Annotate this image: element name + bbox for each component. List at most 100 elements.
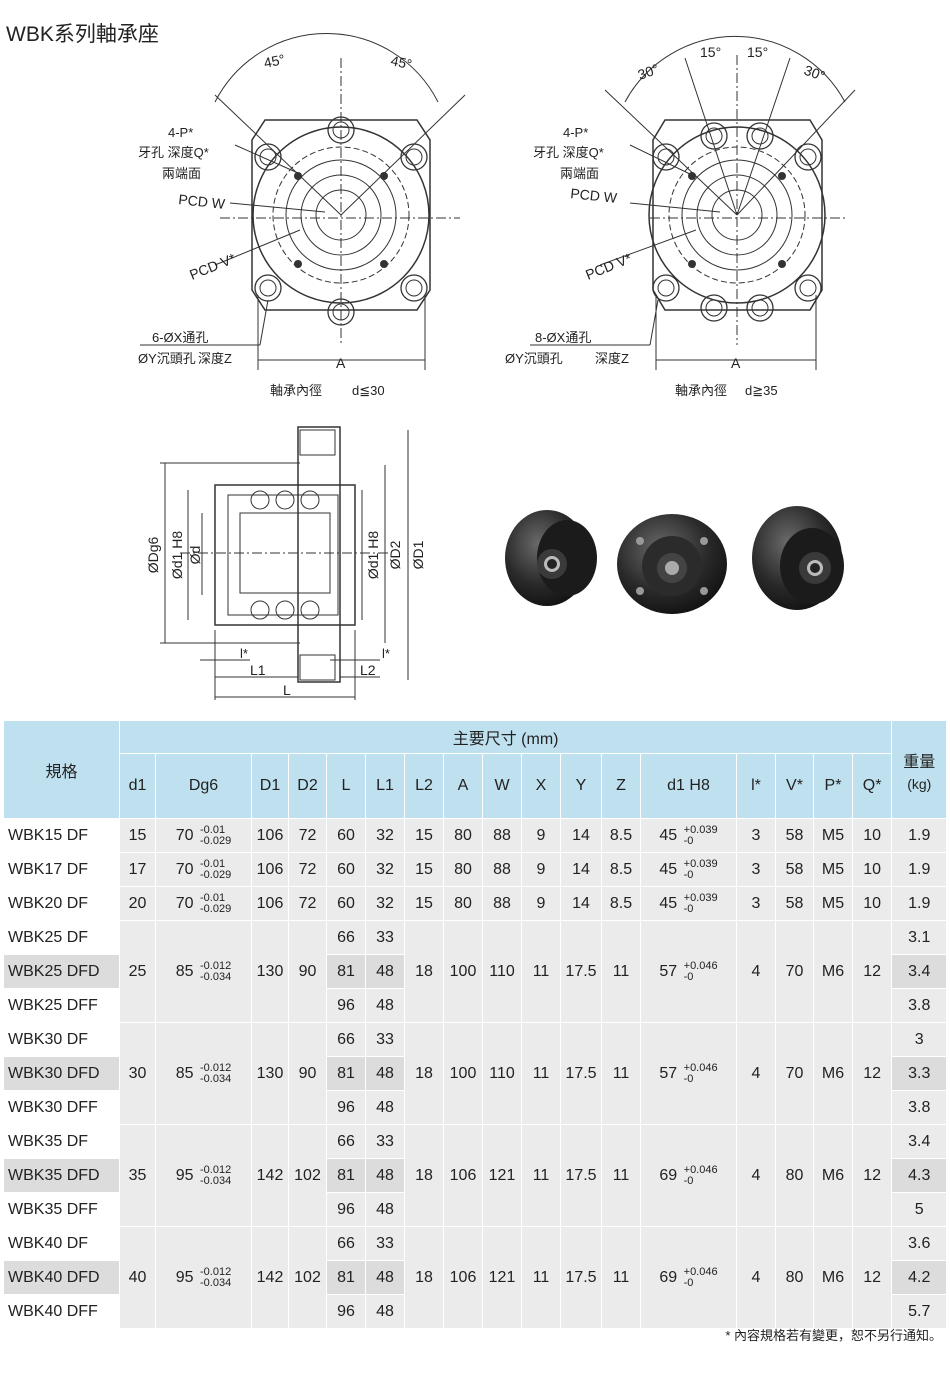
tolerance-value: +0.046 [683, 1163, 718, 1176]
tolerance-value: +0.039 [683, 891, 718, 904]
through-hole-label: 6-ØX通孔 [152, 330, 208, 345]
table-cell: 17 [119, 852, 156, 887]
table-cell: 66 [326, 920, 366, 955]
table-cell: 106 [443, 1226, 483, 1329]
tolerance: +0.039-0 [683, 857, 718, 881]
table-cell: 66 [326, 1226, 366, 1261]
tolerance: -0.012-0.034 [200, 959, 232, 983]
tolerance: +0.046-0 [683, 959, 718, 983]
table-cell: 3.8 [891, 1090, 948, 1125]
table-cell: 72 [288, 886, 327, 921]
table-cell: 4 [736, 1226, 776, 1329]
pcd-w-label: PCD W [178, 191, 227, 212]
column-header: V* [775, 753, 814, 819]
table-cell: 85 -0.012-0.034 [155, 920, 252, 1023]
tolerance-value: -0 [683, 1072, 694, 1085]
table-cell: 9 [521, 852, 561, 887]
table-cell: 66 [326, 1124, 366, 1159]
tolerance: -0.01-0.029 [200, 824, 231, 847]
table-cell: 48 [365, 1090, 405, 1125]
table-cell: WBK35 DFF [3, 1192, 120, 1227]
table-cell: 11 [601, 1226, 641, 1329]
table-cell: 18 [404, 1226, 444, 1329]
tap-depth-label: 牙孔 深度Q* [138, 145, 209, 160]
table-cell: M6 [813, 1226, 853, 1329]
nominal-value: 95 [175, 1268, 194, 1286]
table-cell: 81 [326, 1056, 366, 1091]
weight-header-unit: (kg) [907, 775, 932, 792]
column-header: Q* [851, 753, 893, 819]
table-cell: WBK30 DFF [3, 1090, 120, 1125]
tolerance-value: +0.039 [683, 857, 718, 870]
table-cell: 18 [404, 920, 444, 1023]
tolerance-value: -0.012 [200, 959, 232, 972]
table-cell: 57 +0.046-0 [640, 1022, 737, 1125]
table-cell: 12 [851, 1226, 893, 1329]
table-cell: 48 [365, 988, 405, 1023]
both-ends-label: 兩端面 [162, 166, 201, 181]
table-cell: 45 +0.039-0 [640, 886, 737, 921]
table-cell: M6 [813, 1124, 853, 1227]
dim-label: L1 [250, 662, 266, 678]
table-cell: 14 [560, 886, 602, 921]
tolerance-value: -0.012 [200, 1061, 232, 1074]
table-cell: 5 [891, 1192, 948, 1227]
table-cell: 32 [365, 818, 405, 853]
table-cell: 4 [736, 1022, 776, 1125]
table-cell: 142 [251, 1226, 289, 1329]
table-cell: 33 [365, 1022, 405, 1057]
depth-z-label: 深度Z [198, 351, 232, 366]
table-cell: 11 [601, 1124, 641, 1227]
table-cell: 69 +0.046-0 [640, 1124, 737, 1227]
page-title: WBK系列軸承座 [6, 23, 159, 46]
table-cell: 70 [775, 920, 814, 1023]
column-header: Z [601, 753, 641, 819]
table-cell: 3 [891, 1022, 948, 1057]
column-header: A [443, 753, 483, 819]
column-header: L2 [404, 753, 444, 819]
nominal-value: 45 [659, 860, 678, 878]
table-cell: WBK25 DF [3, 920, 120, 955]
table-cell: WBK40 DF [3, 1226, 120, 1261]
table-cell: 106 [251, 852, 289, 887]
pcd-v-label: PCD V* [187, 250, 238, 283]
tolerance-value: -0.01 [200, 857, 226, 870]
group-header: 主要尺寸 (mm) [118, 720, 893, 754]
table-cell: 70 -0.01-0.029 [155, 852, 252, 887]
table-cell: 81 [326, 1260, 366, 1295]
table-cell: WBK30 DF [3, 1022, 120, 1057]
section-drawing: ØDg6 Ød1 H8 Ød Ød1 H8 ØD2 ØD1 l* L1 l* L… [145, 426, 426, 700]
table-cell: 32 [365, 852, 405, 887]
tolerance-value: +0.046 [683, 959, 718, 972]
table-cell: WBK15 DF [3, 818, 120, 853]
nominal-value: 70 [175, 826, 194, 844]
product-photo [505, 506, 844, 614]
table-cell: 3.1 [891, 920, 948, 955]
table-cell: 72 [288, 852, 327, 887]
table-cell: 130 [251, 920, 289, 1023]
table-cell: 3.8 [891, 988, 948, 1023]
table-cell: 11 [521, 920, 561, 1023]
table-cell: 106 [251, 818, 289, 853]
column-header: Y [560, 753, 602, 819]
table-cell: M5 [813, 886, 853, 921]
table-cell: 11 [521, 1124, 561, 1227]
table-cell: 80 [443, 852, 483, 887]
tolerance-value: -0.034 [200, 970, 232, 983]
table-cell: 70 [775, 1022, 814, 1125]
table-cell: 15 [119, 818, 156, 853]
table-cell: 1.9 [891, 886, 948, 921]
table-cell: 9 [521, 818, 561, 853]
table-cell: 3 [736, 886, 776, 921]
table-cell: 88 [482, 818, 522, 853]
table-cell: 45 +0.039-0 [640, 818, 737, 853]
depth-z-label: 深度Z [595, 351, 629, 366]
tolerance-value: -0.01 [200, 891, 226, 904]
table-cell: 15 [404, 818, 444, 853]
